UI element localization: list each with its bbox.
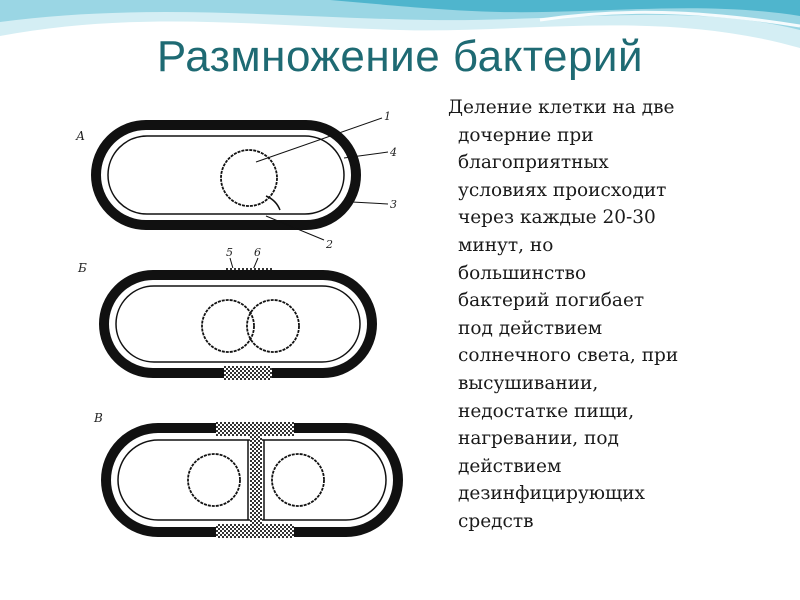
cytoplasm-membrane xyxy=(115,285,361,363)
body-text-line: под действием xyxy=(458,317,603,339)
daughter-nucleoid-left xyxy=(187,453,241,507)
body-text-line: действием xyxy=(458,455,562,477)
slide-body-text: Деление клетки на две дочерние при благопр… xyxy=(448,94,788,536)
panel-label-a: А xyxy=(75,129,85,143)
callout-5: 5 xyxy=(226,246,233,259)
body-text-line: благоприятных xyxy=(458,152,609,174)
septum-wall xyxy=(250,434,262,526)
body-text-line: недостатке пищи, xyxy=(458,400,635,422)
wave-highlight xyxy=(539,10,800,28)
body-text-line: дезинфицирующих xyxy=(458,483,645,505)
body-text-line: минут, но xyxy=(458,234,554,256)
panel-label-v: В xyxy=(93,411,103,425)
nucleoid-bump xyxy=(265,195,281,211)
callout-2: 2 xyxy=(325,238,333,251)
body-text-line: большинство xyxy=(458,262,587,284)
panel-v-separated-cells: В xyxy=(93,411,403,538)
septum-dots-bottom xyxy=(216,524,294,538)
callout-4: 4 xyxy=(389,146,397,159)
body-text-line: через каждые 20-30 xyxy=(458,207,656,229)
body-text-line: дочерние при xyxy=(458,124,594,146)
wave-band-dark xyxy=(330,0,800,16)
septum-dots-bottom xyxy=(224,366,272,380)
callout-6: 6 xyxy=(254,246,261,259)
body-text-line: высушивании, xyxy=(458,372,599,394)
body-text-line: условиях происходит xyxy=(458,179,667,201)
body-text-line: средств xyxy=(458,510,534,532)
body-text-line: солнечного света, при xyxy=(458,345,679,367)
nucleoid-left xyxy=(201,299,255,353)
slide-title: Размножение бактерий xyxy=(156,32,644,81)
daughter-nucleoid-right xyxy=(271,453,325,507)
bacteria-division-diagram: А 1 4 3 2 Б 5 6 В xyxy=(66,100,421,555)
body-text-line: нагревании, под xyxy=(458,428,619,450)
nucleoid xyxy=(220,149,278,207)
wave-header-decoration xyxy=(0,0,800,80)
callout-1: 1 xyxy=(384,110,391,123)
septum-dots-top xyxy=(216,422,294,436)
panel-b-dividing-cell: Б 5 6 xyxy=(77,246,377,380)
nucleoid-right xyxy=(246,299,300,353)
cytoplasm-membrane xyxy=(107,135,345,215)
body-text-line: бактерий погибает xyxy=(458,290,645,312)
callout-3: 3 xyxy=(390,198,397,211)
panel-label-b: Б xyxy=(77,261,87,275)
panel-a-single-cell: А 1 4 3 2 xyxy=(75,110,397,251)
body-text-line: Деление клетки на две xyxy=(448,97,675,118)
